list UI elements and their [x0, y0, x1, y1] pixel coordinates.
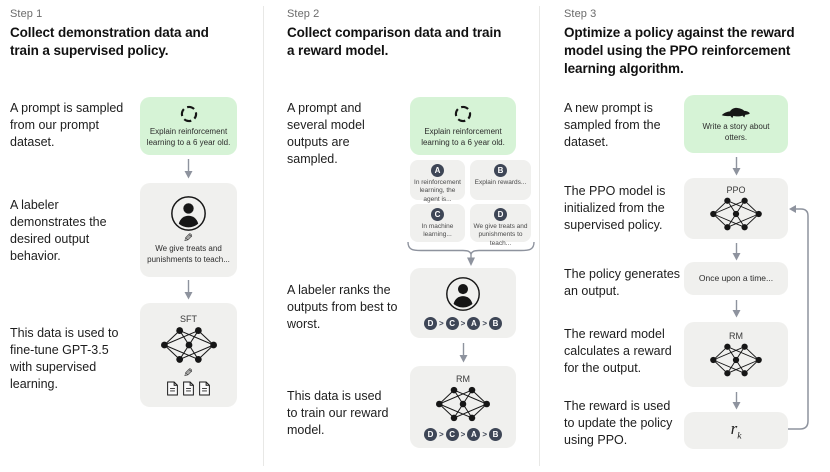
rm-label: RM: [729, 331, 743, 341]
step-2-annotation-3: This data is used to train our reward mo…: [287, 389, 389, 437]
neural-network-icon: [436, 386, 490, 421]
labeler-ranking-box: D > C > A > B: [410, 268, 516, 338]
output-card-b: B Explain rewards...: [470, 160, 531, 200]
prompt-text: Write a story about otters.: [702, 121, 770, 142]
down-arrow-icon: [184, 159, 193, 179]
prompt-box: Explain reinforcement learning to a 6 ye…: [410, 97, 516, 155]
rank-badge: C: [445, 427, 459, 441]
down-arrow-icon: [184, 280, 193, 300]
step-2-annotation-2: A labeler ranks the outputs from best to…: [287, 283, 398, 331]
step-3-annotation-5: The reward is used to update the policy …: [564, 399, 673, 447]
step-1-label: Step 1: [10, 8, 43, 20]
step-2-label: Step 2: [287, 8, 320, 20]
rank-badge: B: [489, 317, 502, 330]
output-card-a: A In reinforcement learning, the agent i…: [410, 160, 465, 203]
output-snippet: Explain rewards...: [474, 179, 527, 186]
rank-badge: D: [423, 427, 437, 441]
feedback-loop-arrow-icon: [788, 205, 809, 430]
ranking-d-c-a-b: D > C > A > B: [423, 427, 502, 441]
neural-network-icon: [710, 343, 762, 377]
output-snippet: We give treats and punishments to teach.…: [473, 223, 528, 247]
step-2-annotation-1: A prompt and several model outputs are s…: [287, 101, 365, 166]
prompt-box: Explain reinforcement learning to a 6 ye…: [140, 97, 237, 155]
cycle-icon: [454, 105, 472, 122]
step-3-label: Step 3: [564, 8, 597, 20]
rank-badge: C: [445, 317, 459, 330]
sft-label: SFT: [180, 314, 197, 324]
otter-icon: [721, 107, 750, 118]
output-card-c: C In machine learning...: [410, 204, 465, 242]
reward-value: rk: [731, 419, 742, 441]
reward-value-box: rk: [684, 412, 788, 449]
generated-output-box: Once upon a time...: [684, 262, 788, 295]
documents-icon: [166, 381, 211, 396]
column-divider: [539, 6, 540, 466]
reward-model-box: RM: [684, 322, 788, 387]
output-letter-badge: C: [431, 208, 444, 221]
output-snippet: In reinforcement learning, the agent is.…: [414, 179, 461, 203]
rank-badge: B: [489, 427, 502, 441]
output-letter-badge: B: [494, 164, 507, 177]
down-arrow-icon: [732, 157, 741, 176]
output-letter-badge: D: [494, 208, 507, 221]
labeler-box: ✎ We give treats and punishments to teac…: [140, 183, 237, 277]
reward-subscript: k: [737, 431, 742, 442]
step-3-annotation-2: The PPO model is initialized from the su…: [564, 184, 666, 232]
step-2-title: Collect comparison data and train a rewa…: [287, 25, 502, 58]
sft-model-box: SFT ✎: [140, 303, 237, 407]
ppo-label: PPO: [726, 185, 746, 195]
neural-network-icon: [710, 197, 762, 231]
person-icon: [171, 195, 206, 231]
reward-symbol: r: [730, 419, 738, 439]
down-arrow-icon: [732, 392, 741, 410]
cycle-icon: [180, 105, 197, 122]
step-1-annotation-3: This data is used to fine-tune GPT-3.5 w…: [10, 326, 119, 391]
labeler-demo-text: We give treats and punishments to teach.…: [147, 243, 230, 264]
step-3-annotation-4: The reward model calculates a reward for…: [564, 327, 672, 375]
output-letter-badge: A: [431, 164, 444, 177]
ranking-d-c-a-b: D > C > A > B: [423, 317, 502, 330]
step-3-annotation-3: The policy generates an output.: [564, 267, 681, 298]
output-card-d: D We give treats and punishments to teac…: [470, 204, 531, 247]
down-arrow-icon: [732, 243, 741, 261]
rank-badge: A: [467, 427, 481, 441]
rank-badge: A: [467, 317, 481, 330]
step-1-title: Collect demonstration data and train a s…: [10, 25, 209, 58]
step-3-annotation-1: A new prompt is sampled from the dataset…: [564, 101, 661, 149]
step-1-annotation-1: A prompt is sampled from our prompt data…: [10, 101, 124, 149]
output-snippet: In machine learning...: [421, 223, 454, 239]
step-1-annotation-2: A labeler demonstrates the desired outpu…: [10, 198, 107, 263]
down-arrow-icon: [732, 300, 741, 318]
prompt-box: Write a story about otters.: [684, 95, 788, 153]
ppo-model-box: PPO: [684, 178, 788, 239]
pencil-icon: ✎: [183, 230, 194, 245]
pencil-icon: ✎: [183, 366, 194, 380]
column-divider: [263, 6, 264, 466]
step-3-title: Optimize a policy against the reward mod…: [564, 25, 795, 76]
down-arrow-icon: [459, 343, 468, 363]
person-icon: [446, 277, 480, 311]
rank-badge: D: [423, 317, 437, 330]
generated-output-text: Once upon a time...: [698, 272, 774, 283]
neural-network-icon: [160, 327, 217, 363]
reward-model-box: RM D > C > A: [410, 366, 516, 448]
prompt-text: Explain reinforcement learning to a 6 ye…: [421, 126, 505, 147]
brace-arrow-icon: [407, 241, 535, 266]
prompt-text: Explain reinforcement learning to a 6 ye…: [146, 126, 231, 147]
rm-label: RM: [456, 373, 470, 384]
